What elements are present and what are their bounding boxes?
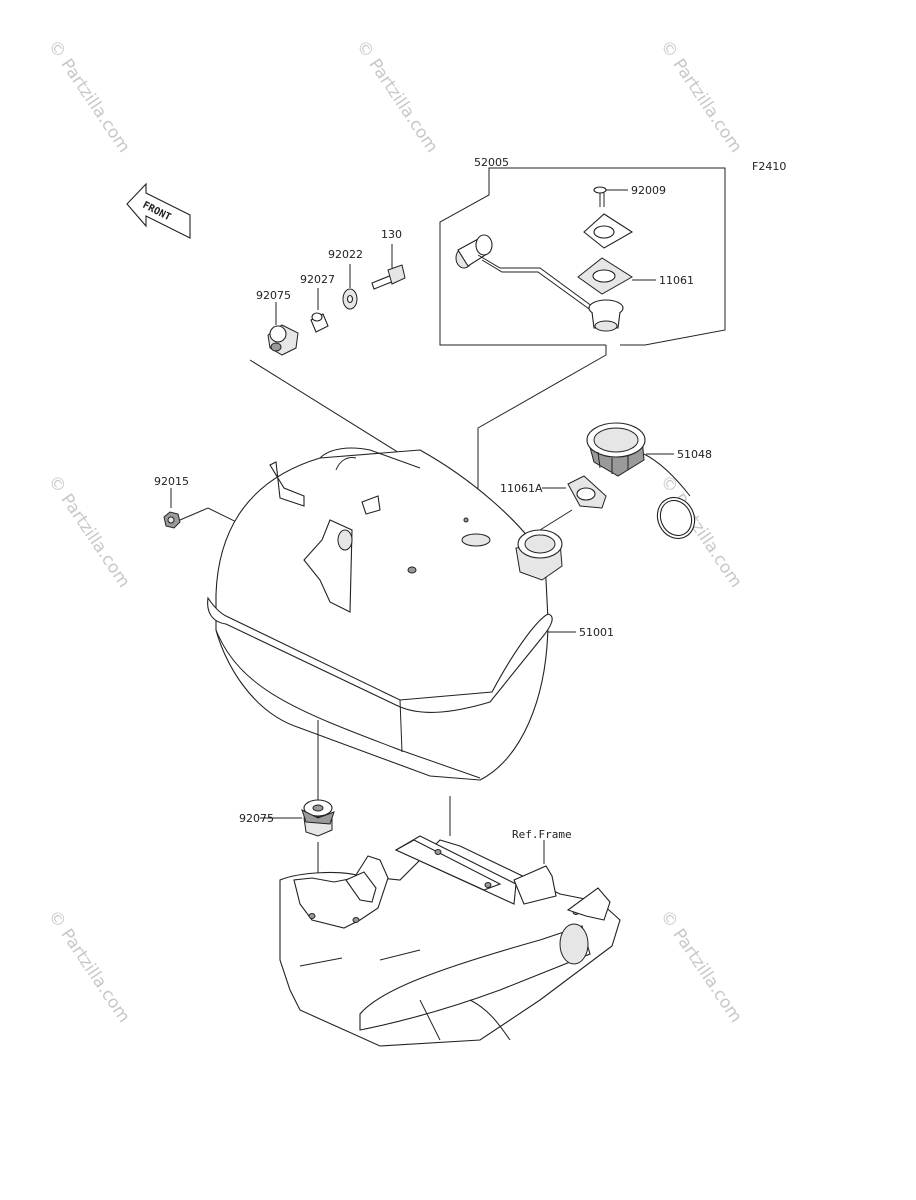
label-92075-lower: 92075 [239, 812, 274, 825]
label-11061: 11061 [659, 274, 694, 287]
label-130: 130 [381, 228, 402, 241]
screw-92009 [593, 186, 628, 207]
watermark-top-center: © Partzilla.com [352, 37, 442, 157]
watermark-bottom-right: © Partzilla.com [656, 907, 746, 1027]
watermark-mid-left: © Partzilla.com [44, 472, 134, 592]
label-52005: 52005 [474, 156, 509, 169]
front-arrow-icon: FRONT [126, 182, 191, 239]
label-92022: 92022 [328, 248, 363, 261]
fuel-tank-51001 [207, 447, 576, 781]
sender-plate [583, 213, 634, 249]
sender-assy-box [439, 167, 726, 355]
watermark-top-right: © Partzilla.com [656, 37, 746, 157]
watermark-bottom-left: © Partzilla.com [44, 907, 134, 1027]
bolt-130 [371, 244, 406, 290]
collar-92027 [310, 288, 329, 333]
label-11061a: 11061A [500, 482, 543, 495]
damper-92075-lower [260, 799, 335, 926]
watermark-top-left: © Partzilla.com [44, 37, 134, 157]
label-92009: 92009 [631, 184, 666, 197]
label-92075-upper: 92075 [256, 289, 291, 302]
fuel-cap-51048 [586, 422, 696, 540]
washer-92022 [342, 264, 358, 310]
label-ref-frame: Ref.Frame [512, 828, 572, 841]
label-51001: 51001 [579, 626, 614, 639]
label-92015: 92015 [154, 475, 189, 488]
damper-92075-upper [267, 302, 299, 356]
gasket-11061a [539, 475, 607, 531]
frame-reference [279, 835, 621, 1047]
gasket-11061 [577, 257, 656, 295]
figure-code: F2410 [752, 160, 786, 173]
fuel-sender-unit [455, 234, 624, 332]
label-51048: 51048 [677, 448, 712, 461]
label-92027: 92027 [300, 273, 335, 286]
